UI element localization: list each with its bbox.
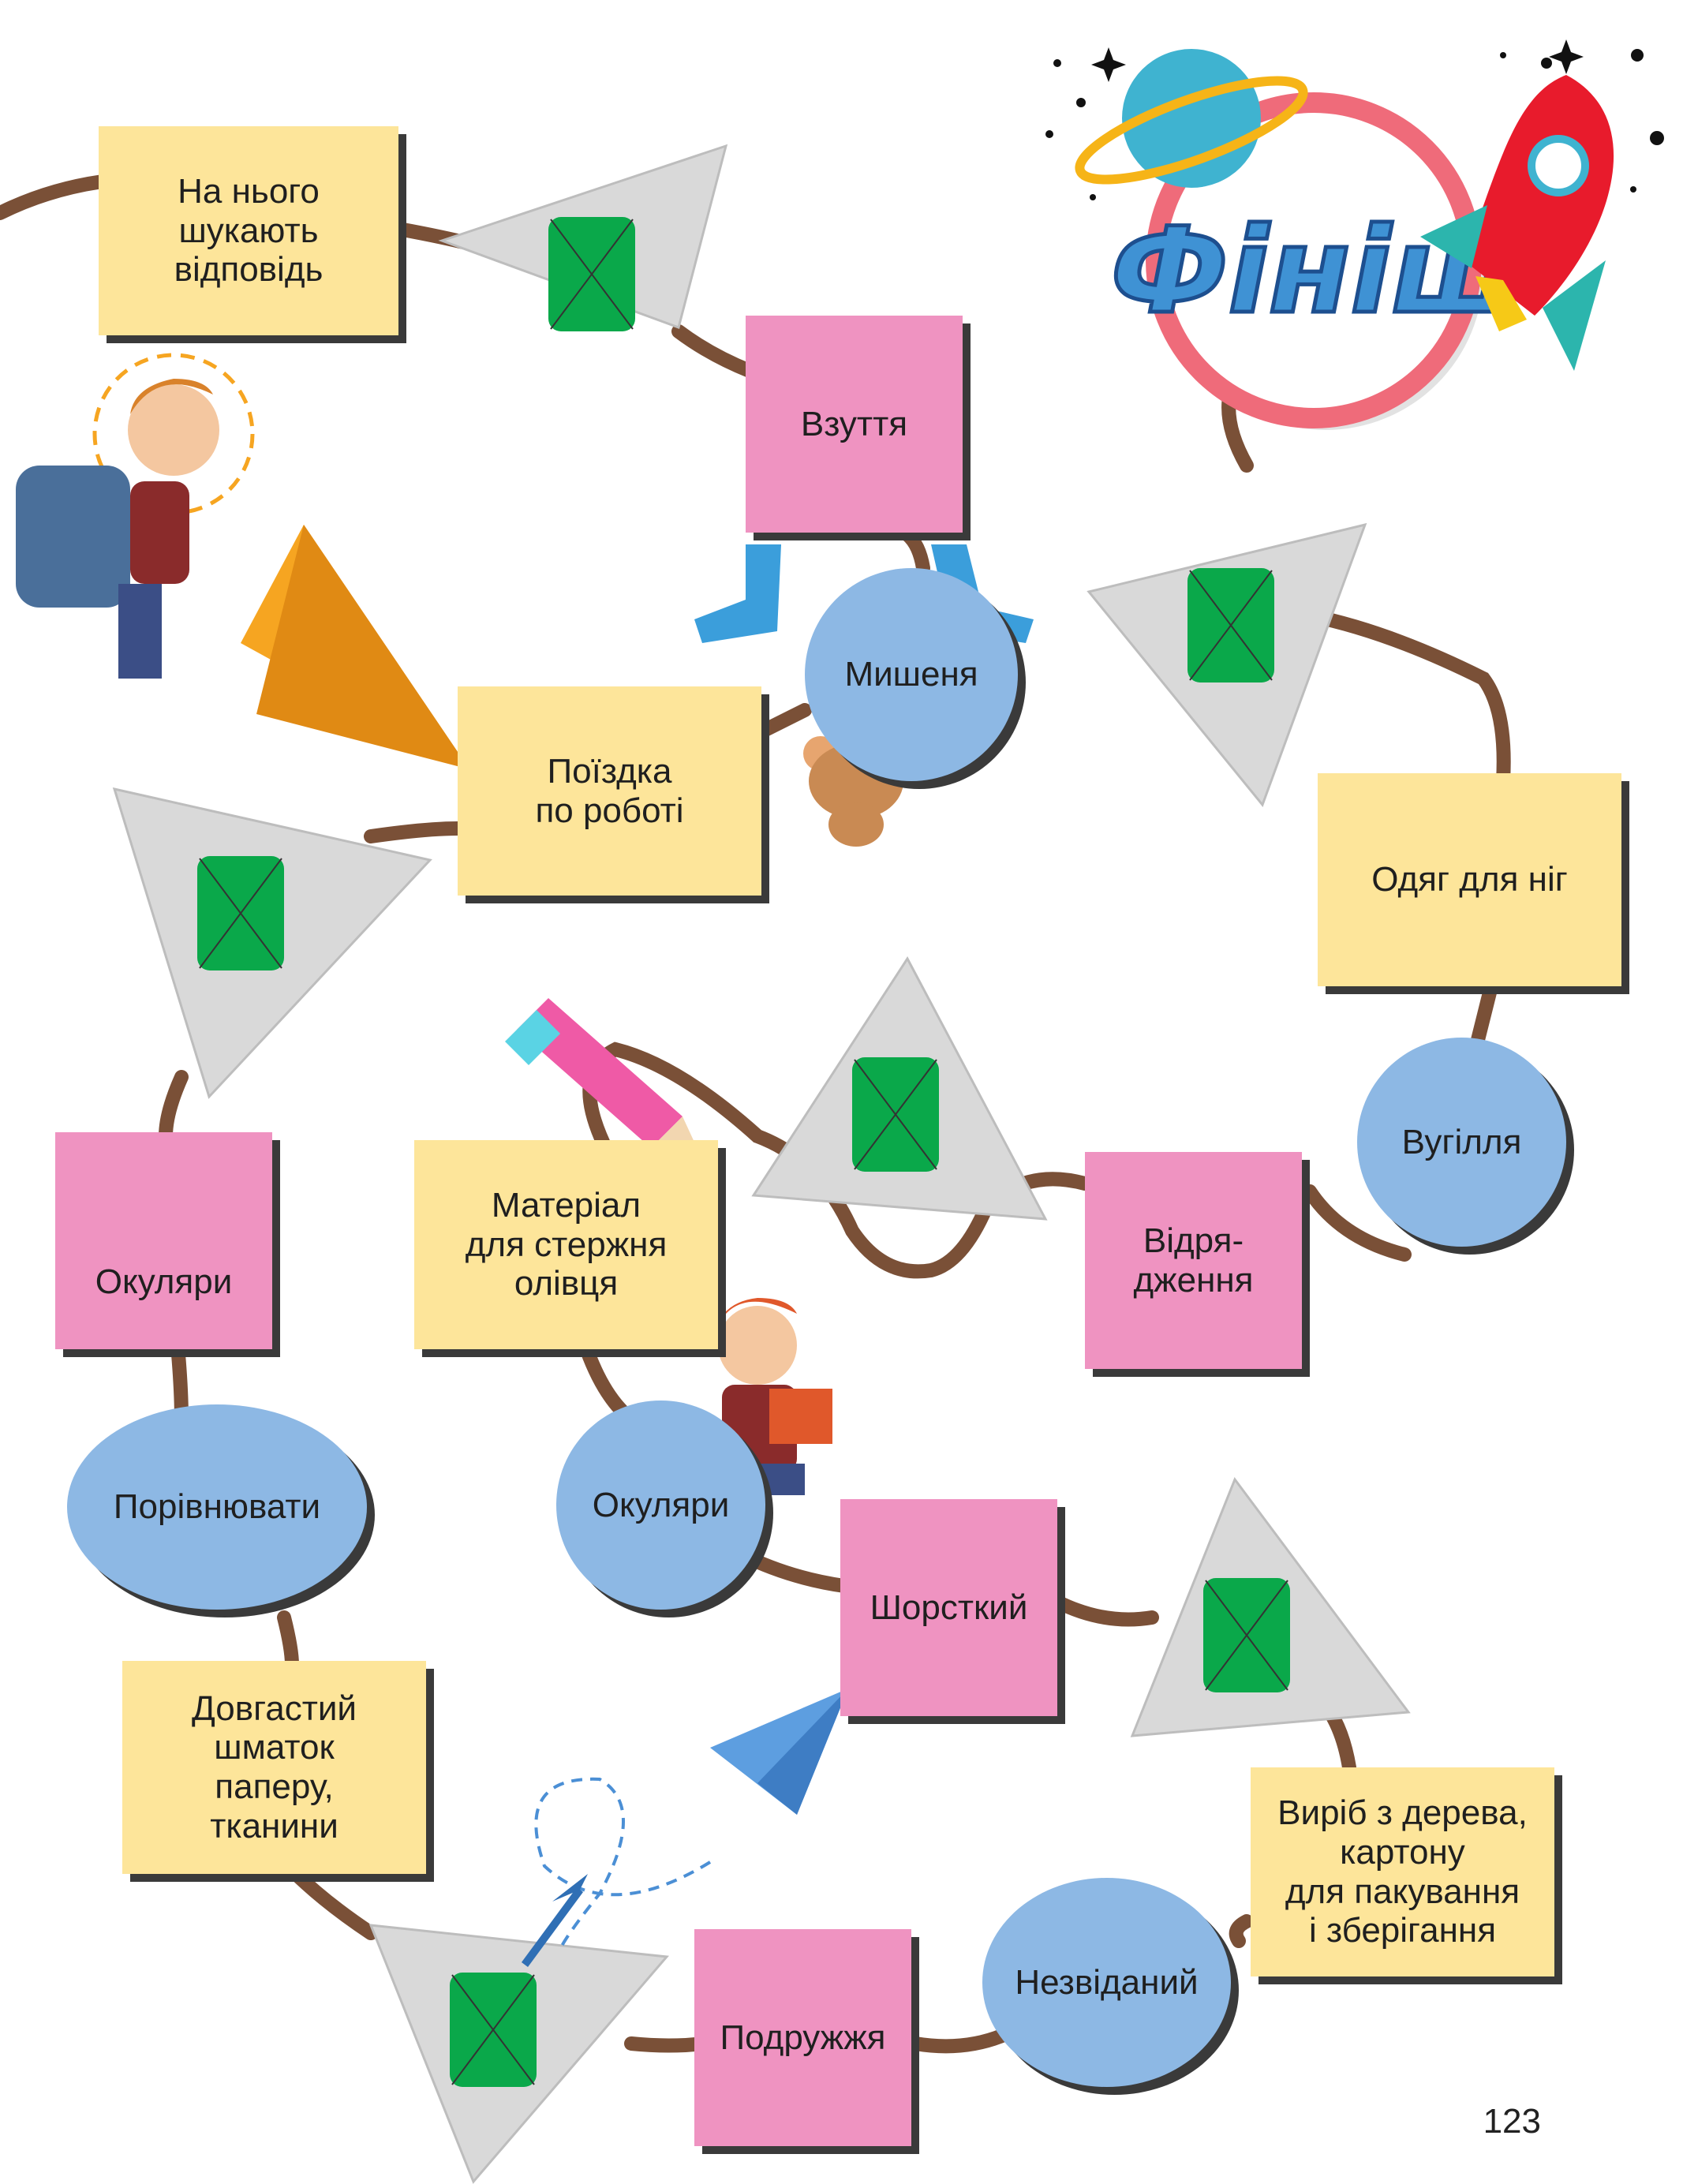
- triangle-question-2[interactable]: [1086, 522, 1367, 807]
- paper-plane-orange-icon: [241, 525, 469, 769]
- card-odiah-dlia-nih[interactable]: Одяг для ніг: [1318, 773, 1621, 986]
- card-vuhillia[interactable]: Вугілля: [1357, 1038, 1566, 1247]
- planet-icon: [1075, 49, 1308, 188]
- card-vzuttia[interactable]: Взуття: [746, 316, 963, 533]
- triangle-question-6[interactable]: [368, 1924, 669, 2184]
- card-myshenia[interactable]: Мишеня: [805, 568, 1018, 781]
- rocket-icon: [1420, 75, 1614, 371]
- boy-with-backpack-icon: [16, 353, 255, 679]
- triangle-question-3[interactable]: [112, 787, 432, 1099]
- card-dovhastyi[interactable]: Довгастий шматок паперу, тканини: [122, 1661, 426, 1874]
- triangle-question-5[interactable]: [1130, 1476, 1411, 1737]
- card-poizdka[interactable]: Поїздка по роботі: [458, 686, 761, 896]
- card-okuliary-2[interactable]: Окуляри: [556, 1401, 765, 1610]
- card-na-nyoho[interactable]: На нього шукають відповідь: [99, 126, 398, 335]
- card-material[interactable]: Матеріал для стержня олівця: [414, 1140, 718, 1349]
- triangle-question-4[interactable]: [751, 956, 1048, 1221]
- card-vidriadzhennia[interactable]: Відря- дження: [1085, 1152, 1302, 1369]
- triangle-question-1[interactable]: [438, 144, 728, 331]
- card-porivniuvaty[interactable]: Порівнювати: [67, 1404, 367, 1610]
- card-podruzhzhia[interactable]: Подружжя: [694, 1929, 911, 2146]
- card-nezvidanyi[interactable]: Незвіданий: [982, 1878, 1231, 2087]
- question-triangles: [112, 144, 1411, 2184]
- card-shorstkyi[interactable]: Шорсткий: [840, 1499, 1057, 1716]
- star-icon: [1045, 39, 1664, 200]
- page-number: 123: [1483, 2102, 1541, 2141]
- card-vyrib[interactable]: Виріб з дерева, картону для пакування і …: [1251, 1767, 1554, 1976]
- paper-plane-blue-icon: [521, 1688, 848, 1967]
- card-okuliary-1[interactable]: Окуляри: [55, 1132, 272, 1349]
